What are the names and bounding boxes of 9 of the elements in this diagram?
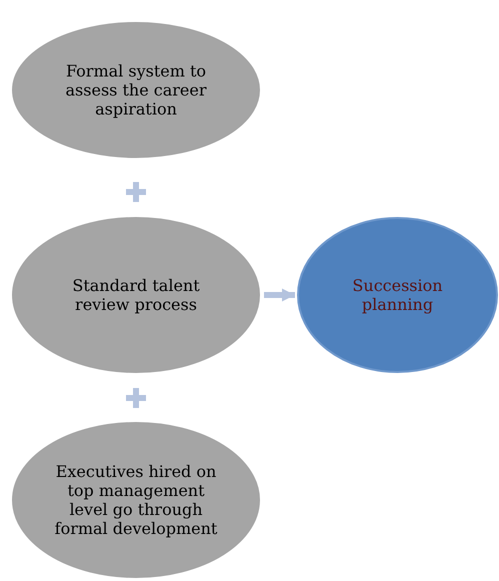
- node-label: Executives hired on top management level go through formal development: [54, 462, 218, 538]
- node-label: Succession planning: [351, 276, 444, 314]
- input-ellipse: [10, 20, 262, 160]
- input-ellipse: [10, 215, 262, 375]
- arrow: [264, 288, 295, 302]
- node-label: Formal system to assess the career aspiration: [64, 62, 208, 118]
- input-ellipse: [10, 420, 262, 580]
- node-label: Standard talent review process: [71, 276, 201, 314]
- result-ellipse: [297, 217, 498, 373]
